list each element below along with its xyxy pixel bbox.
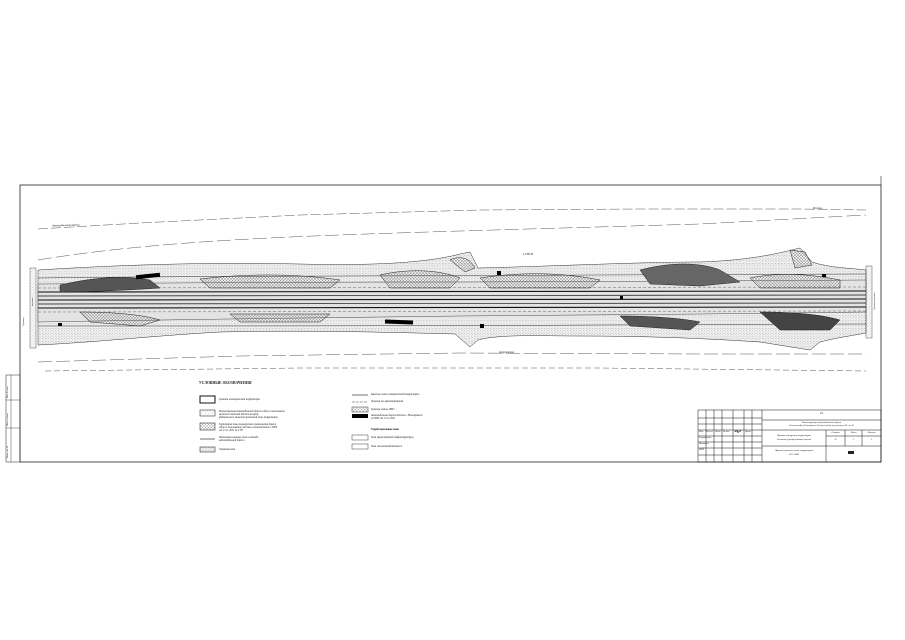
tb-sheet-label: Лист bbox=[850, 431, 857, 434]
legend-right-item-0: Красные линии планировочной территории bbox=[371, 393, 420, 396]
planning-boundary-lines bbox=[37, 208, 867, 372]
legend-symbol-forest bbox=[351, 406, 369, 413]
black-markers bbox=[58, 271, 826, 328]
plan-label-top-right: Ростов- bbox=[813, 207, 823, 210]
tb-drawing-1: Чертеж красных линий, территории bbox=[774, 449, 814, 452]
legend-item-4: Охранная зона bbox=[219, 448, 236, 451]
tb-drawing-2: М 1:1000 bbox=[789, 453, 799, 456]
left-stamp-strip bbox=[5, 374, 21, 463]
tb-sheets-value: 1 bbox=[870, 438, 873, 441]
tb-stage-value: П bbox=[834, 438, 837, 441]
legend-item-0: Граница планировочной территории bbox=[219, 398, 260, 401]
tb-col-5: Дата bbox=[745, 430, 751, 433]
tb-col-0: Изм. bbox=[699, 430, 704, 433]
stamp-text-1: Инв. № подл. bbox=[7, 385, 9, 398]
plan-side-left-2: участка bbox=[31, 297, 34, 306]
signature-mark bbox=[734, 429, 742, 434]
tb-project-2: Ростов-на-Дону-Новочеркасск Ростов-на-До… bbox=[789, 425, 854, 427]
legend-symbol-transport-zone bbox=[351, 434, 369, 441]
company-logo bbox=[848, 451, 854, 454]
tb-sheet-2: Основная (утверждаемая) часть bbox=[776, 438, 812, 441]
legend-right-item-3: Автомобильная дорога Ростов - Новочеркас… bbox=[371, 414, 423, 420]
tb-sheet-1: Проект планировки территории bbox=[777, 434, 811, 437]
stamp-text-2: Подп. и дата bbox=[7, 413, 9, 426]
legend-symbol-boundary bbox=[199, 395, 216, 404]
title-block bbox=[697, 409, 882, 463]
legend-symbol-agri-zone bbox=[351, 443, 369, 450]
legend-symbol-zone bbox=[199, 422, 216, 431]
tb-col-3: № док. bbox=[723, 430, 730, 433]
legend-item-1: Реконструкция автомобильной дороги общег… bbox=[219, 410, 285, 419]
side-boundaries bbox=[29, 265, 873, 349]
tb-col-2: Лист bbox=[715, 430, 721, 433]
tb-col-1: Кол.уч. bbox=[706, 430, 714, 433]
legend-symbol-reconstruction bbox=[199, 409, 216, 417]
legend-zone-item-1: Зона сельскохозяйственного bbox=[371, 445, 403, 448]
legend-title: УСЛОВНЫЕ ОБОЗНАЧЕНИЯ bbox=[199, 381, 252, 385]
road-corridor bbox=[37, 247, 867, 351]
vegetation-patches bbox=[59, 249, 841, 331]
legend-item-3: Проектная граница полосы отвода автомоби… bbox=[219, 436, 259, 442]
tb-stage-label: Стадия bbox=[831, 431, 840, 434]
tb-number: 19 bbox=[820, 411, 823, 415]
tb-sheet-value: 1 bbox=[852, 438, 855, 441]
tb-role-0: Разработал bbox=[699, 436, 712, 439]
tb-role-2: ГИП bbox=[699, 448, 704, 451]
legend-right-item-2: Граница земель ЛФО bbox=[371, 408, 395, 411]
legend-item-2: Территория зоны планируемого размещения … bbox=[219, 423, 278, 432]
plan-label-top-middle: к УНСИ bbox=[523, 253, 533, 256]
legend-right-item-1: Граница зон проектирования bbox=[371, 400, 404, 403]
tb-sheets-label: Листов bbox=[867, 431, 876, 434]
tb-role-1: Проверил bbox=[699, 442, 709, 445]
tb-project-1: Реконструкция автомобильной дороги bbox=[801, 421, 842, 424]
sheet-frame bbox=[19, 184, 882, 463]
legend-zones-subheading: Территориальные зоны bbox=[371, 428, 399, 431]
plan-label-bottom-middle: территории bbox=[499, 351, 515, 354]
legend-symbol-protected bbox=[199, 446, 216, 453]
plan-side-right-1: Граница участка bbox=[873, 292, 876, 310]
stamp-text-3: Взам. инв. № bbox=[7, 445, 9, 458]
legend-symbols bbox=[199, 394, 369, 453]
plan-side-left-1: Граница bbox=[22, 317, 25, 327]
legend-symbol-road bbox=[352, 414, 368, 418]
tb-col-4: Подп. bbox=[734, 430, 740, 433]
legend-zone-item-0: Зона транспортной инфраструктуры bbox=[371, 436, 414, 439]
